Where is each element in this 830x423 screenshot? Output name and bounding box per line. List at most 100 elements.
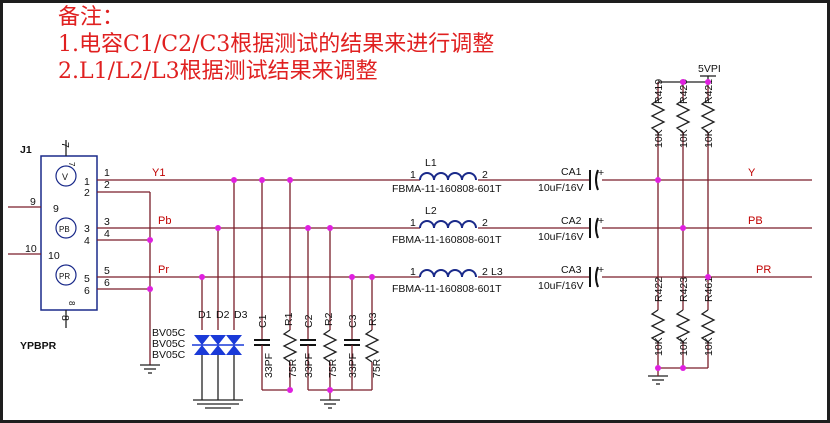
inductor-l1-icon xyxy=(419,172,477,181)
cap-ca2-ref: CA2 xyxy=(561,215,582,227)
notes-block: 备注： 1.电容C1/C2/C3根据测试的结果来进行调整 2.L1/L2/L3根… xyxy=(58,4,494,85)
net-label-pb-out: PB xyxy=(748,215,763,227)
resistor-r420-value: 10K xyxy=(678,129,690,148)
net-label-y: Y xyxy=(748,167,756,179)
resistor-r461-ref: R461 xyxy=(703,277,715,302)
cap-c2-ref: C2 xyxy=(303,314,315,328)
notes-line-1: 1.电容C1/C2/C3根据测试的结果来进行调整 xyxy=(58,32,495,57)
pin-2: 2 xyxy=(104,179,110,191)
resistor-r461-value: 10K xyxy=(703,337,715,356)
connector-ref: J1 xyxy=(20,144,32,156)
net-label-pr-out: PR xyxy=(756,264,771,276)
pin-3-inner: 3 xyxy=(84,223,90,235)
resistor-r461-icon xyxy=(700,309,716,343)
resistor-r1-icon xyxy=(282,329,298,363)
junction-dot xyxy=(680,365,686,371)
connector-j1: J1 YPBPR V PB PR 7 8 7 8 1 2 3 4 5 6 9 1… xyxy=(8,140,110,352)
cap-c1-ref: C1 xyxy=(257,314,269,328)
supply-label: 5VPI xyxy=(698,63,721,75)
pin-9-inner: 9 xyxy=(53,203,59,215)
inductor-l1-pin2: 2 xyxy=(482,169,488,181)
diode-d3-ref: D3 xyxy=(234,309,248,321)
inductor-l3-ref: L3 xyxy=(491,266,503,278)
junction-dot xyxy=(655,365,661,371)
inductor-l1-part: FBMA-11-160808-601T xyxy=(392,183,502,195)
junction-dot xyxy=(705,274,711,280)
jack-pr-label: PR xyxy=(59,272,70,281)
resistor-r420-icon xyxy=(675,99,691,133)
cap-ca2-polarity: + xyxy=(598,215,604,227)
junction-dot xyxy=(680,79,686,85)
junction-dot xyxy=(655,177,661,183)
connector-name: YPBPR xyxy=(20,340,57,352)
inductor-l3-icon xyxy=(419,269,477,278)
cap-ca1-ref: CA1 xyxy=(561,166,582,178)
pin-10: 10 xyxy=(25,243,37,255)
inductor-l3-pin2: 2 xyxy=(482,266,488,278)
net-label-pr: Pr xyxy=(158,264,169,276)
junction-dots xyxy=(147,79,711,393)
jack-pb-label: PB xyxy=(59,225,70,234)
resistor-r419-ref: R419 xyxy=(653,79,665,104)
cap-ca2-value: 10uF/16V xyxy=(538,231,584,243)
junction-dot xyxy=(287,177,293,183)
resistor-r422-value: 10K xyxy=(653,337,665,356)
ferrite-inductors: L1 1 2 FBMA-11-160808-601T L2 1 2 FBMA-1… xyxy=(392,157,503,295)
inductor-l2-icon xyxy=(419,220,477,229)
pin-7: 7 xyxy=(59,142,71,148)
junction-dot xyxy=(147,286,153,292)
inductor-l2-part: FBMA-11-160808-601T xyxy=(392,234,502,246)
inductor-l3-part: FBMA-11-160808-601T xyxy=(392,283,502,295)
junction-dot xyxy=(259,177,265,183)
cap-ca3-value: 10uF/16V xyxy=(538,280,584,292)
resistor-r3-value: 75R xyxy=(371,358,383,378)
resistor-r419-icon xyxy=(650,99,666,133)
cap-ca3-ref: CA3 xyxy=(561,264,582,276)
inductor-l2-pin1: 1 xyxy=(410,217,416,229)
resistor-r1-ref: R1 xyxy=(283,312,295,326)
pin-3: 3 xyxy=(104,216,110,228)
jack-pb-icon xyxy=(55,217,77,239)
jack-v-icon xyxy=(55,165,77,187)
junction-dot xyxy=(680,225,686,231)
junction-dot xyxy=(327,387,333,393)
pin-6: 6 xyxy=(104,277,110,289)
junction-dot xyxy=(199,274,205,280)
pin-10-inner: 10 xyxy=(48,250,60,262)
pin-4-inner: 4 xyxy=(84,235,90,247)
resistor-r420-ref: R420 xyxy=(678,79,690,104)
pin-9: 9 xyxy=(30,196,36,208)
jack-pr-icon xyxy=(55,264,77,286)
pin-4: 4 xyxy=(104,228,110,240)
junction-dot xyxy=(287,387,293,393)
resistor-r419-value: 10K xyxy=(653,129,665,148)
pin-5: 5 xyxy=(104,265,110,277)
cap-c3-value: 33PF xyxy=(347,353,359,378)
notes-line-2: 2.L1/L2/L3根据测试结果来调整 xyxy=(58,59,378,84)
resistor-r3-icon xyxy=(364,329,380,363)
resistor-r2-icon xyxy=(322,329,338,363)
pin-6-inner: 6 xyxy=(84,285,90,297)
pin-8-inner: 8 xyxy=(67,301,76,306)
jack-v-label: V xyxy=(62,172,68,182)
inductor-l3-pin1: 1 xyxy=(410,266,416,278)
diode-d2-ref: D2 xyxy=(216,309,230,321)
resistor-r421-icon xyxy=(700,99,716,133)
diode-d1-part: BV05C xyxy=(152,327,186,339)
cap-ca1-polarity: + xyxy=(598,167,604,179)
cap-ca1-value: 10uF/16V xyxy=(538,182,584,194)
cap-c3-ref: C3 xyxy=(347,314,359,328)
resistor-r422-icon xyxy=(650,309,666,343)
junction-dot xyxy=(215,225,221,231)
junction-dot xyxy=(349,274,355,280)
cap-c1-value: 33PF xyxy=(263,353,275,378)
junction-dot xyxy=(705,79,711,85)
inductor-l2-pin2: 2 xyxy=(482,217,488,229)
cap-c2-value: 33PF xyxy=(303,353,315,378)
pin-1: 1 xyxy=(104,167,110,179)
junction-dot xyxy=(305,225,311,231)
pin-5-inner: 5 xyxy=(84,273,90,285)
diode-d1-ref: D1 xyxy=(198,309,212,321)
cap-ca3-polarity: + xyxy=(598,264,604,276)
